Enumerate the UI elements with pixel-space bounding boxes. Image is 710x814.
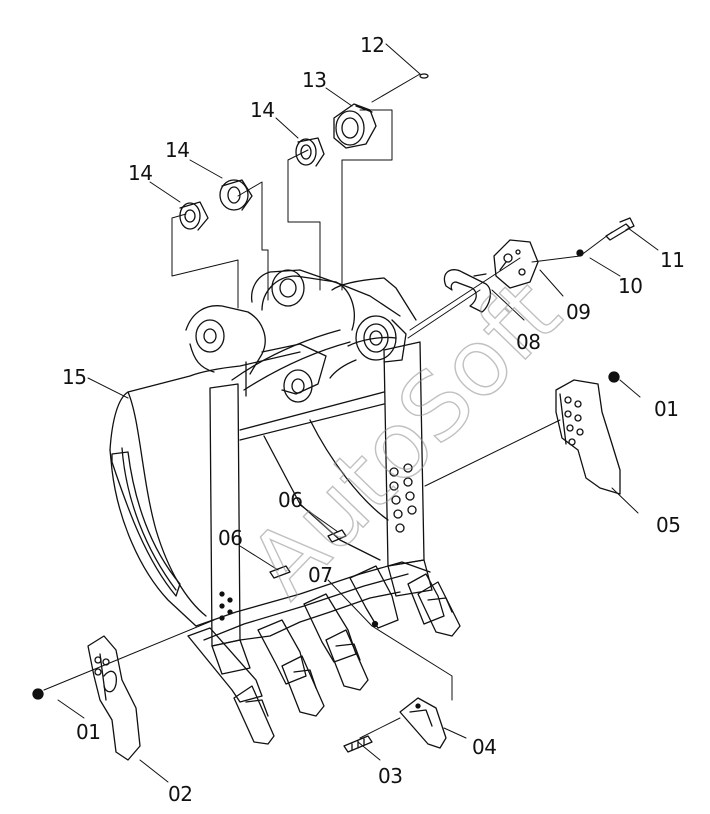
callout-15: 15 — [62, 365, 87, 389]
callout-03: 03 — [378, 764, 403, 788]
part-15-bucket-body — [109, 269, 433, 675]
part-03-pin — [343, 735, 373, 753]
callout-09: 09 — [566, 300, 591, 324]
callout-14-top: 14 — [250, 98, 275, 122]
callout-02: 02 — [168, 782, 193, 806]
callout-06-upper: 06 — [278, 488, 303, 512]
callout-01-right: 01 — [654, 397, 679, 421]
callout-06-lower: 06 — [218, 526, 243, 550]
part-14-bushing-a — [295, 137, 325, 167]
part-05-side-cutter-right — [555, 379, 621, 495]
callout-01-left: 01 — [76, 720, 101, 744]
callout-10: 10 — [618, 274, 643, 298]
callout-12: 12 — [360, 33, 385, 57]
part-14-bushing-c — [179, 201, 209, 231]
callout-07: 07 — [308, 563, 333, 587]
part-12-lock-pin — [419, 73, 429, 79]
callout-14-left: 14 — [128, 161, 153, 185]
callout-13: 13 — [302, 68, 327, 92]
part-04-teeth — [233, 581, 461, 749]
part-14-bushing-b — [219, 179, 253, 211]
part-06-bolt-a — [327, 529, 347, 543]
part-07-adapters — [187, 565, 445, 703]
part-09-end-plate — [493, 239, 539, 289]
part-01-nut-right — [608, 371, 620, 383]
part-10-washer — [576, 249, 584, 257]
callout-14-middle: 14 — [165, 138, 190, 162]
part-01-nut-left — [32, 688, 44, 700]
part-08-lock-ring — [443, 269, 492, 313]
leader-lines — [43, 43, 659, 783]
part-02-side-cutter-left — [87, 635, 141, 761]
callout-11: 11 — [660, 248, 685, 272]
part-13-large-bushing — [333, 103, 377, 149]
callout-04: 04 — [472, 735, 497, 759]
callout-08: 08 — [516, 330, 541, 354]
callout-05: 05 — [656, 513, 681, 537]
part-11-bolt — [605, 217, 635, 241]
part-06-bolt-b — [269, 565, 291, 579]
